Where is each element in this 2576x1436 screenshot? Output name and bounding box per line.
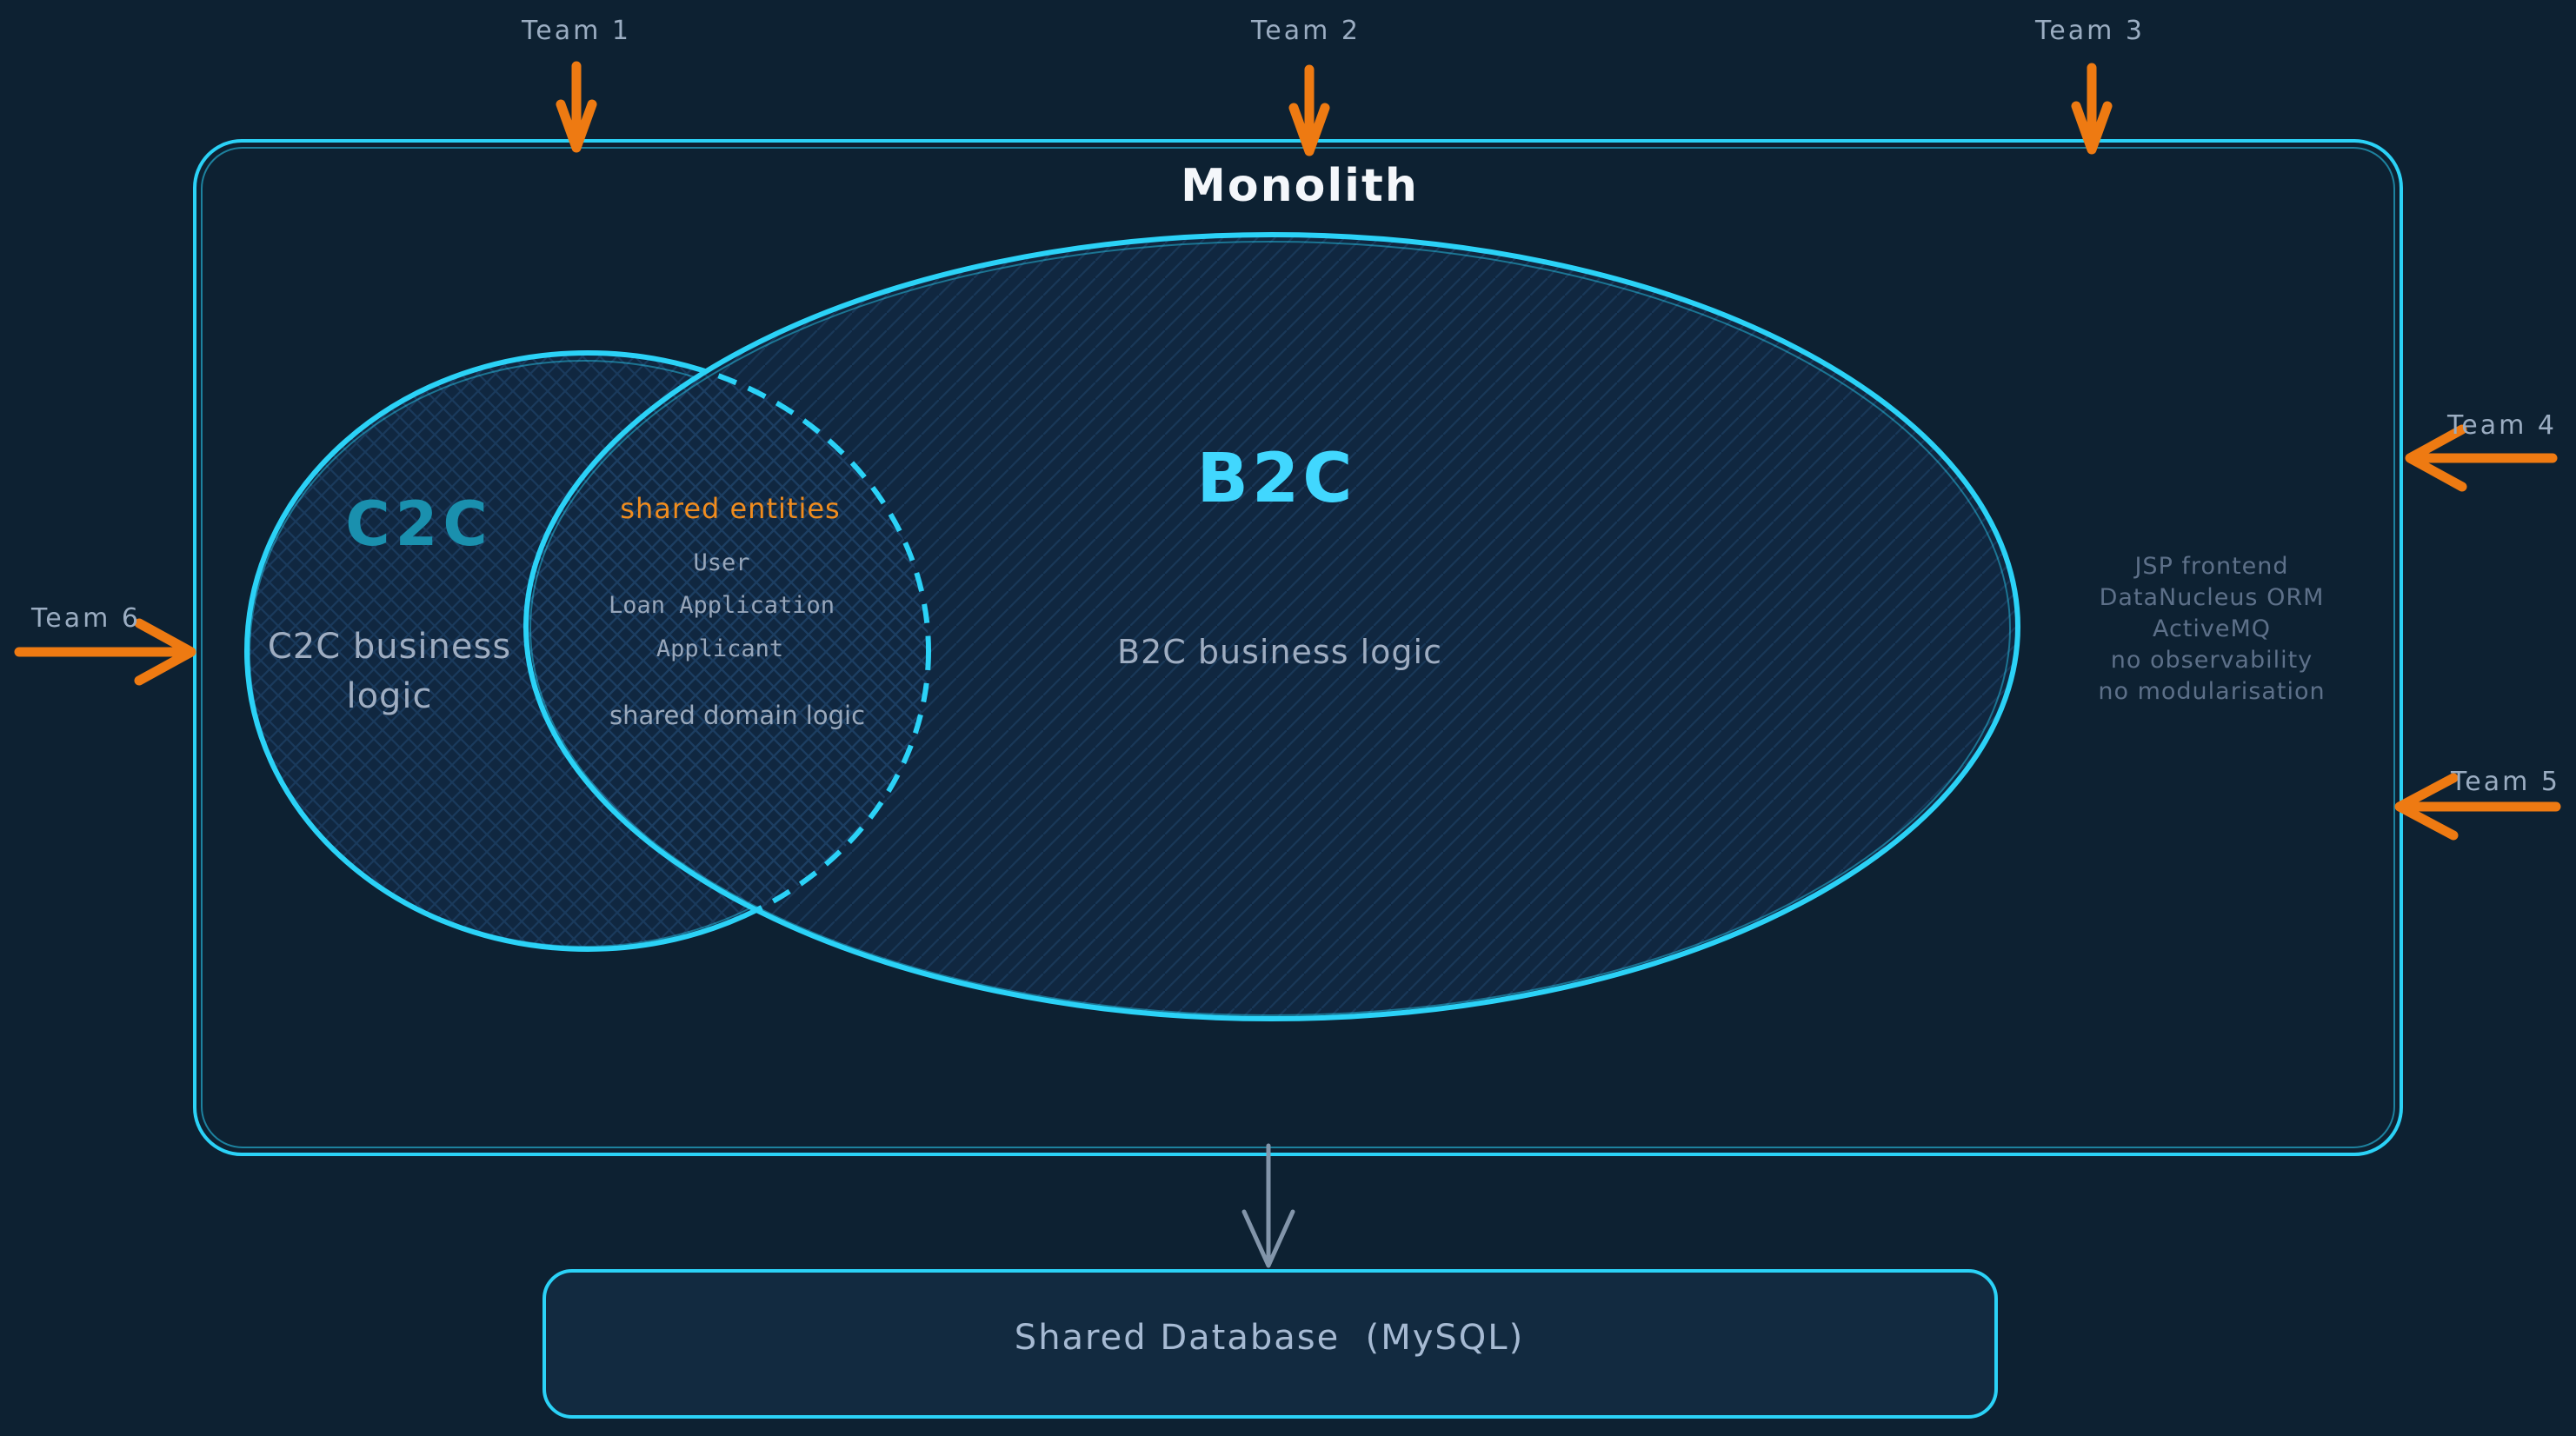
team-5-arrow — [2394, 773, 2561, 841]
b2c-ellipse-outline — [523, 232, 2020, 1021]
team-4-arrow — [2405, 424, 2558, 492]
team-4-label: Team 4 — [2447, 410, 2557, 441]
team-1-arrow — [556, 61, 597, 153]
c2c-circle-outline-sketch — [249, 360, 920, 947]
database-label: Shared Database (MySQL) — [1014, 1318, 1525, 1358]
b2c-ellipse-outline-sketch — [529, 241, 2011, 1016]
c2c-circle-outline-dashed — [526, 350, 931, 952]
monolith-title: Monolith — [1181, 160, 1419, 212]
shared-overlap-hatch — [526, 353, 929, 949]
c2c-title: C2C — [345, 489, 493, 560]
shared-entity-loan-application: Loan Application — [608, 592, 835, 619]
tech-note-jsp: JSP frontend — [2134, 553, 2289, 580]
database-arrow — [1241, 1143, 1295, 1268]
shared-entity-user: User — [693, 549, 750, 576]
b2c-body: B2C business logic — [1117, 633, 1442, 671]
monolith-box — [193, 139, 2403, 1156]
tech-note-observability: no observability — [2110, 647, 2313, 674]
tech-note-activemq: ActiveMQ — [2152, 615, 2272, 642]
shared-domain-logic-label: shared domain logic — [609, 701, 866, 730]
c2c-body: C2C business logic — [267, 627, 512, 716]
shared-entity-applicant: Applicant — [656, 635, 784, 662]
team-1-label: Team 1 — [522, 16, 631, 46]
tech-note-datanucleus: DataNucleus ORM — [2099, 584, 2325, 611]
shared-entities-title: shared entities — [620, 492, 841, 525]
team-3-arrow — [2071, 63, 2113, 155]
team-2-label: Team 2 — [1251, 16, 1361, 46]
tech-note-modularisation: no modularisation — [2098, 678, 2326, 705]
team-6-arrow — [14, 618, 196, 686]
database-box — [542, 1269, 1998, 1419]
team-6-label: Team 6 — [31, 603, 141, 634]
team-5-label: Team 5 — [2451, 767, 2560, 797]
team-2-arrow — [1288, 64, 1330, 156]
b2c-ellipse-hatch — [526, 235, 2018, 1019]
b2c-title: B2C — [1196, 440, 1356, 518]
team-3-label: Team 3 — [2035, 16, 2145, 46]
tech-notes: JSP frontend DataNucleus ORM ActiveMQ no… — [2098, 551, 2325, 708]
